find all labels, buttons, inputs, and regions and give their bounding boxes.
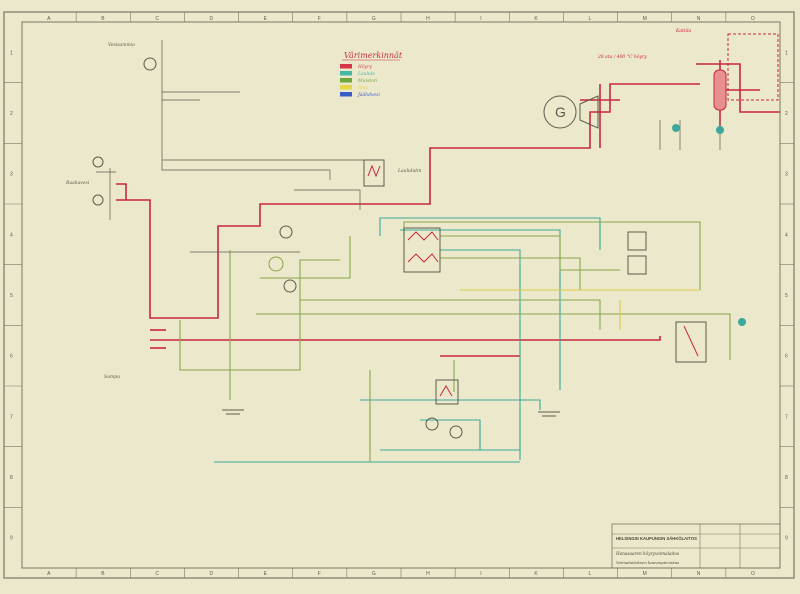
grid-letter-a: A: [47, 571, 51, 577]
grid-letter-l: L: [589, 571, 592, 577]
legend-label: Höyry: [357, 64, 372, 70]
color-legend: Värimerkinnät HöyryLauhdeMuistoriIlmaJää…: [340, 51, 403, 98]
inner-frame: [21, 21, 781, 569]
top-heater: [363, 159, 385, 187]
grid-letter-o: O: [751, 571, 755, 577]
label-top-left: Vesisammio: [108, 42, 135, 48]
steam-lines: [116, 60, 780, 357]
legend-swatch: [340, 64, 352, 69]
grid-number-left-5: 5: [10, 293, 13, 299]
turbine: G: [543, 95, 599, 129]
grid-number-right-8: 8: [785, 475, 788, 481]
grid-number-right-5: 5: [785, 293, 788, 299]
legend-label: Muistori: [357, 78, 378, 84]
grid-number-left-1: 1: [10, 50, 13, 56]
grid-letter-m: M: [643, 16, 647, 22]
boiler: [713, 33, 779, 111]
feed-tank: [675, 321, 707, 363]
grid-number-left-4: 4: [10, 232, 13, 238]
outer-frame: [3, 11, 795, 579]
grid-letter-g: G: [372, 571, 376, 577]
grid-number-left-7: 7: [10, 414, 13, 420]
grid-letter-c: C: [155, 571, 159, 577]
grid-number-right-7: 7: [785, 414, 788, 420]
label-steam-line: 28 ata / 400 °C höyry: [597, 54, 647, 60]
label-condenser: Lauhdutin: [397, 168, 421, 174]
grid-letter-k: K: [534, 571, 538, 577]
title-block: HELSINGIN KAUPUNGIN SÄHKÖLAITOS Hanasaar…: [611, 523, 781, 569]
grid-letter-d: D: [210, 16, 214, 22]
label-boiler: Kattila: [675, 28, 692, 34]
grid-letter-c: C: [155, 16, 159, 22]
grid-letter-a: A: [47, 16, 51, 22]
label-bottom-left: Sumpu: [104, 374, 120, 380]
grid-number-left-8: 8: [10, 475, 13, 481]
grid-number-right-6: 6: [785, 354, 788, 360]
grid-letter-h: H: [426, 571, 430, 577]
title-note: Voimalaitoksen kaaviopiirustus: [616, 560, 679, 565]
grid-number-left-6: 6: [10, 354, 13, 360]
grid-letter-e: E: [264, 571, 268, 577]
grid-letter-o: O: [751, 16, 755, 22]
grid-letter-b: B: [101, 571, 105, 577]
side-grid-numbers: 1 1 2 2 3 3 4 4 5 5 6 6 7 7 8 8 9 9: [4, 50, 794, 542]
legend-title: Värimerkinnät: [344, 51, 403, 60]
legend-swatch: [340, 71, 352, 76]
legend-label: Jäähdvesi: [357, 92, 380, 98]
grid-number-right-1: 1: [785, 50, 788, 56]
grid-number-left-3: 3: [10, 172, 13, 178]
air-lines: [460, 289, 700, 330]
grid-number-right-9: 9: [785, 536, 788, 542]
grid-number-right-2: 2: [785, 111, 788, 117]
turbine-glyph: G: [555, 104, 566, 120]
title-subtitle: Hanasaaren höyryvoimalaitos: [615, 551, 679, 556]
legend-swatch: [340, 78, 352, 83]
legend-swatch: [340, 92, 352, 97]
grid-letter-f: F: [318, 16, 321, 22]
right-coolers: [627, 231, 647, 275]
grid-letter-n: N: [697, 571, 701, 577]
grid-letter-n: N: [697, 16, 701, 22]
grid-letter-g: G: [372, 16, 376, 22]
grid-letter-i: I: [480, 16, 481, 22]
legend-swatch: [340, 85, 352, 90]
grid-letter-f: F: [318, 571, 321, 577]
grid-letter-l: L: [589, 16, 592, 22]
grid-letter-h: H: [426, 16, 430, 22]
condensate-lines: [214, 217, 601, 463]
grid-number-left-9: 9: [10, 536, 13, 542]
legend-label: Ilma: [357, 85, 368, 91]
label-left-mid: Raakavesi: [65, 180, 90, 186]
pencil-lines: [96, 40, 721, 253]
heat-exchanger: [403, 227, 441, 273]
grid-letter-m: M: [643, 571, 647, 577]
grid-letter-i: I: [480, 571, 481, 577]
grid-number-right-4: 4: [785, 232, 788, 238]
pumps: [92, 57, 746, 439]
grid-number-left-2: 2: [10, 111, 13, 117]
grid-letter-e: E: [264, 16, 268, 22]
grid-letter-d: D: [210, 571, 214, 577]
ground-symbols: [222, 409, 560, 417]
lower-heater: [435, 379, 459, 405]
grid-letter-k: K: [534, 16, 538, 22]
legend-label: Lauhde: [357, 71, 375, 77]
grid-letter-b: B: [101, 16, 105, 22]
grid-number-right-3: 3: [785, 172, 788, 178]
title-organization: HELSINGIN KAUPUNGIN SÄHKÖLAITOS: [616, 536, 697, 541]
